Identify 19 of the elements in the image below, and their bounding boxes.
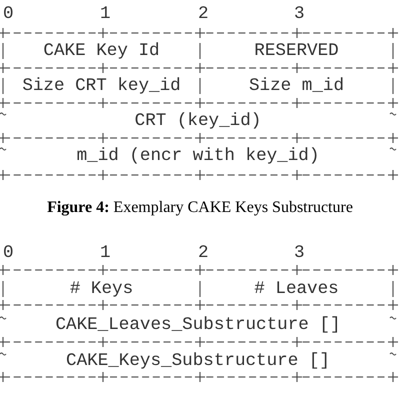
figure-caption: Figure 4: Exemplary CAKE Keys Substructure [46,199,354,217]
field-label: Size CRT key_id [22,76,181,96]
field-label: CRT (key_id) [134,111,262,131]
bit-number: 2 [198,4,209,24]
field-label: CAKE_Leaves_Substructure [] [55,315,341,335]
field-label: Size m_id [248,76,344,96]
field-label: m_id (encr with key_id) [76,146,320,166]
bit-number: 1 [100,4,111,24]
bit-number: 0 [3,4,14,24]
bit-number: 2 [198,243,209,263]
bit-number: 0 [3,243,14,263]
bit-number: 1 [100,243,111,263]
bit-number: 3 [294,243,305,263]
field-label: CAKE Key Id [43,41,160,61]
field-label: RESERVED [254,41,339,61]
field-label: CAKE_Keys_Substructure [] [66,351,330,371]
bit-number: 3 [294,4,305,24]
field-label: # Leaves [254,279,339,299]
field-label: # Keys [70,279,134,299]
